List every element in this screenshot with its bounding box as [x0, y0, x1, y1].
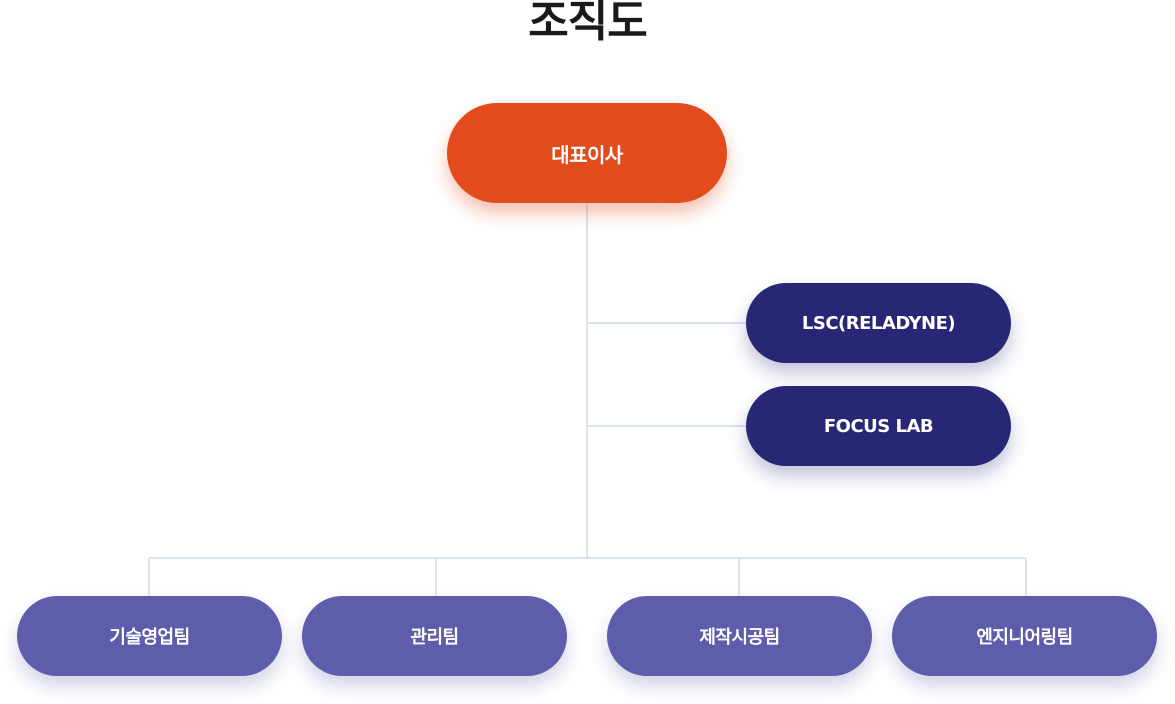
- team-node-management: 관리팀: [302, 596, 567, 676]
- page-title: 조직도: [528, 0, 647, 47]
- team-node-engineering: 엔지니어링팀: [892, 596, 1157, 676]
- affiliate-node-focus-lab: FOCUS LAB: [746, 386, 1011, 466]
- affiliate-label: LSC(RELADYNE): [801, 312, 956, 334]
- team-label: 엔지니어링팀: [976, 627, 1073, 648]
- ceo-label: 대표이사: [551, 142, 623, 167]
- team-label: 기술영업팀: [109, 627, 190, 648]
- team-node-construction: 제작시공팀: [607, 596, 872, 676]
- affiliate-label: FOCUS LAB: [823, 415, 934, 437]
- team-label: 관리팀: [410, 627, 459, 648]
- team-label: 제작시공팀: [699, 627, 780, 648]
- team-node-tech-sales: 기술영업팀: [17, 596, 282, 676]
- ceo-node: 대표이사: [447, 103, 727, 203]
- affiliate-node-lsc: LSC(RELADYNE): [746, 283, 1011, 363]
